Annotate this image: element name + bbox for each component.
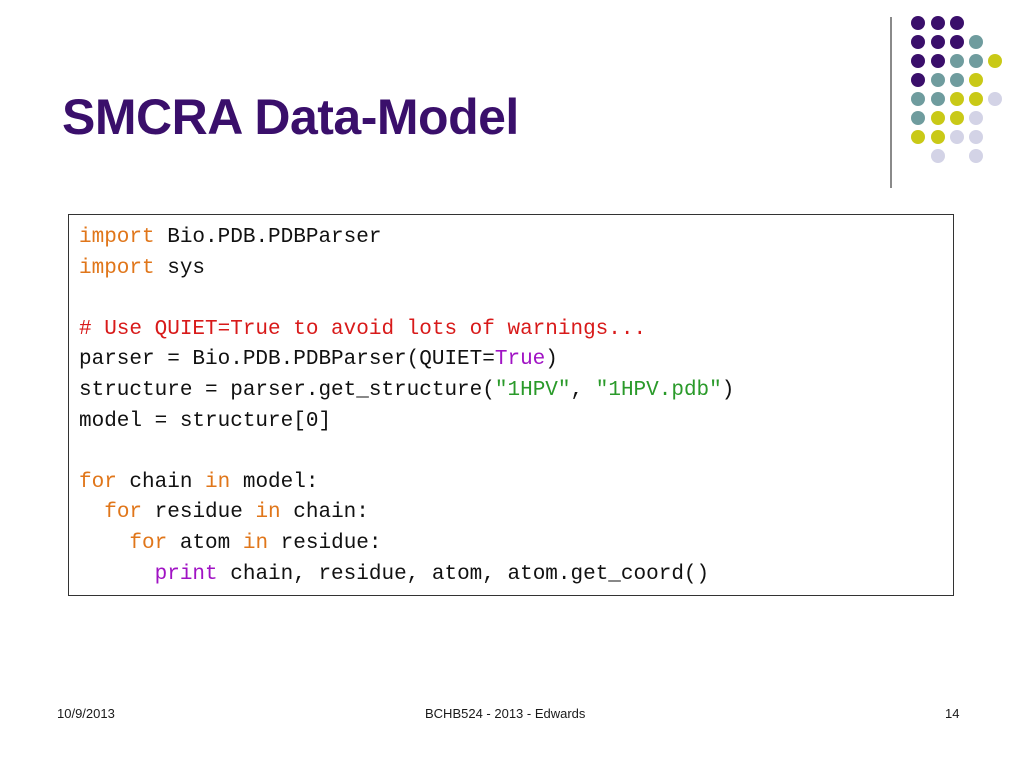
keyword: import [79, 256, 155, 280]
decorative-dot [969, 149, 983, 163]
boolean-literal: True [494, 348, 546, 372]
string-literal: 1HPV [507, 378, 558, 402]
code-text: ) [545, 348, 558, 372]
code-line-6: structure = parser.get_structure("1HPV",… [79, 376, 953, 407]
decorative-dot [911, 130, 925, 144]
string-quote: " [494, 378, 508, 402]
code-line-9: for chain in model: [79, 468, 953, 499]
code-text: model: [230, 470, 319, 494]
decorative-dot [911, 54, 925, 68]
slide-title: SMCRA Data-Model [62, 89, 519, 145]
decorative-dot [988, 54, 1002, 68]
code-line-2: import sys [79, 254, 953, 285]
decorative-divider [890, 17, 892, 188]
decorative-dot [969, 54, 983, 68]
decorative-dot [950, 111, 964, 125]
code-line-blank [79, 437, 953, 468]
code-text: structure = parser.get_structure( [79, 378, 495, 402]
decorative-dot [969, 35, 983, 49]
code-line-10: for residue in chain: [79, 498, 953, 529]
string-quote: " [595, 378, 609, 402]
decorative-dot [969, 73, 983, 87]
footer-date: 10/9/2013 [57, 706, 115, 721]
footer-course: BCHB524 - 2013 - Edwards [425, 706, 586, 721]
code-indent [79, 532, 129, 555]
decorative-dot [931, 73, 945, 87]
decorative-dot [950, 35, 964, 49]
code-line-blank [79, 284, 953, 315]
decorative-dot [931, 54, 945, 68]
code-line-1: import Bio.PDB.PDBParser [79, 223, 953, 254]
code-text: chain [116, 470, 206, 494]
string-quote: " [709, 378, 722, 402]
decorative-dot [950, 92, 964, 106]
code-comment: # Use QUIET=True to avoid lots of warnin… [79, 317, 647, 341]
code-text: residue [142, 501, 256, 525]
code-line-11: for atom in residue: [79, 529, 953, 560]
decorative-dot [931, 35, 945, 49]
code-text: atom [167, 531, 243, 555]
decorative-dot [911, 35, 925, 49]
code-text: ) [721, 378, 735, 402]
string-quote: " [557, 378, 571, 402]
keyword: for [129, 531, 168, 555]
decorative-dot [969, 92, 983, 106]
code-indent [79, 563, 155, 586]
code-text: chain, residue, atom, atom.get_coord() [217, 562, 710, 586]
decorative-dot [969, 111, 983, 125]
decorative-dot [950, 54, 964, 68]
decorative-dot [931, 92, 945, 106]
code-block: import Bio.PDB.PDBParser import sys # Us… [68, 214, 954, 596]
code-text: model = structure[0] [79, 409, 332, 433]
decorative-dot [911, 92, 925, 106]
code-line-12: print chain, residue, atom, atom.get_coo… [79, 560, 953, 591]
code-text: sys [154, 256, 206, 280]
keyword: in [242, 531, 269, 555]
decorative-dot [950, 130, 964, 144]
code-line-7: model = structure[0] [79, 407, 953, 438]
code-text: residue: [268, 531, 382, 555]
decorative-dot [931, 149, 945, 163]
decorative-dot [931, 130, 945, 144]
keyword: import [79, 226, 155, 249]
code-line-5: parser = Bio.PDB.PDBParser(QUIET=True) [79, 345, 953, 376]
decorative-dot [988, 92, 1002, 106]
decorative-dot [950, 73, 964, 87]
keyword-print: print [154, 562, 218, 586]
code-text: chain: [280, 501, 369, 525]
decorative-dot [931, 16, 945, 30]
code-text: Bio.PDB.PDBParser [154, 226, 382, 249]
code-line-4: # Use QUIET=True to avoid lots of warnin… [79, 315, 953, 346]
decorative-dot [969, 130, 983, 144]
decorative-dot [911, 73, 925, 87]
code-text: parser = Bio.PDB.PDBParser(QUIET= [79, 348, 495, 372]
decorative-dot [950, 16, 964, 30]
decorative-dot [911, 16, 925, 30]
string-literal: 1HPV.pdb [608, 378, 710, 402]
footer-page-number: 14 [945, 706, 960, 721]
decorative-dot [931, 111, 945, 125]
keyword: for [79, 470, 117, 494]
keyword: for [104, 501, 143, 525]
code-indent [79, 501, 104, 524]
keyword: in [205, 470, 231, 494]
decorative-dot [911, 111, 925, 125]
keyword: in [255, 501, 281, 525]
code-text: , [570, 378, 596, 402]
